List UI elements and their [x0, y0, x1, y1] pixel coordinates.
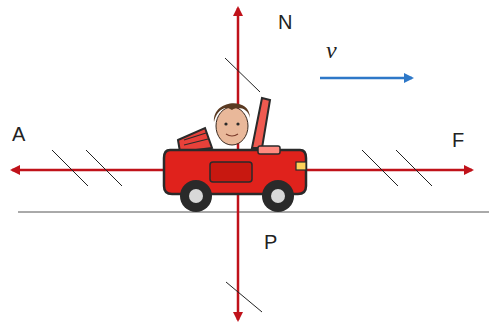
normal-force-arrow — [237, 8, 240, 170]
tick-mark — [226, 282, 262, 312]
windshield — [252, 98, 270, 148]
headlight — [296, 162, 306, 170]
force-label: A — [12, 124, 25, 144]
tick-mark — [52, 150, 88, 186]
tick-mark — [362, 150, 398, 186]
force-label: N — [278, 12, 292, 32]
car-top — [178, 128, 212, 152]
wheel — [180, 180, 212, 212]
tick-mark — [86, 150, 122, 186]
driver-face — [216, 107, 248, 145]
car-illustration — [164, 98, 306, 212]
velocity-arrow — [320, 77, 412, 80]
force-label: F — [452, 130, 464, 150]
tick-mark — [396, 150, 432, 186]
tick-mark — [225, 58, 260, 92]
force-label: P — [264, 232, 277, 252]
velocity-label: v — [326, 38, 337, 62]
equality-ticks — [52, 58, 432, 312]
car-door — [210, 162, 252, 182]
wheel — [262, 180, 294, 212]
ground-line — [18, 212, 489, 213]
driver-hair — [214, 103, 250, 122]
